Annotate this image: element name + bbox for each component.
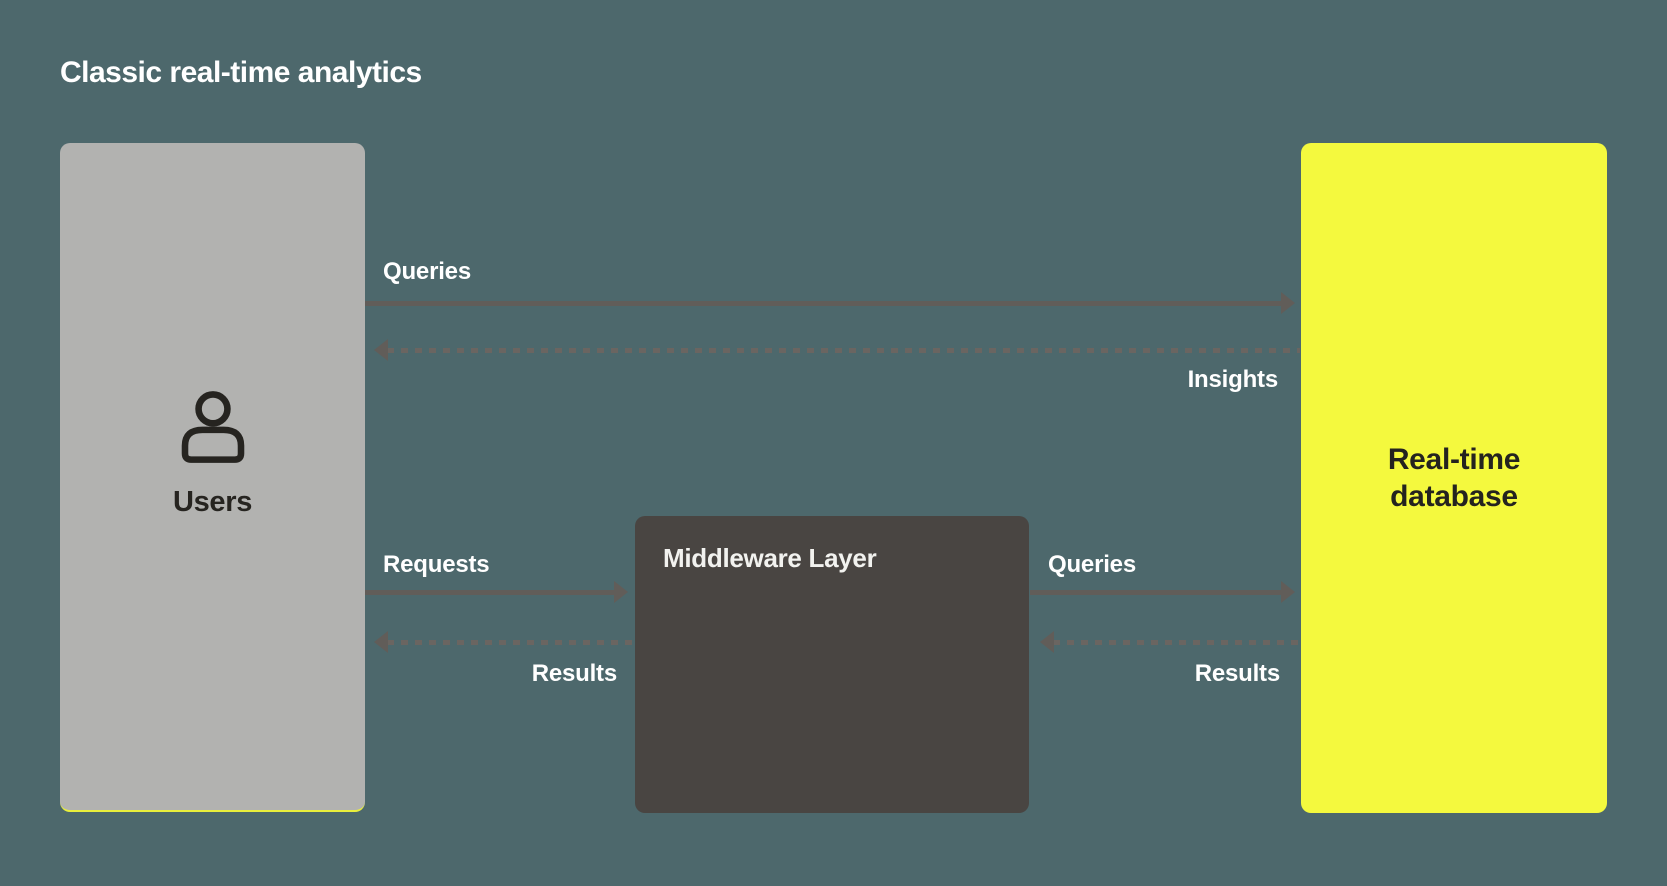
- arrow-shaft: [1030, 590, 1282, 595]
- diagram-title: Classic real-time analytics: [60, 56, 422, 89]
- edge-label-requests: Requests: [383, 551, 490, 578]
- arrow-database-to-users: [374, 339, 1300, 361]
- arrowhead-right-icon: [1281, 581, 1295, 603]
- middleware-node-label: Middleware Layer: [663, 543, 877, 573]
- arrow-shaft: [365, 590, 615, 595]
- users-node-label: Users: [172, 486, 253, 518]
- edge-label-queries-top: Queries: [383, 258, 471, 285]
- arrow-shaft: [1053, 640, 1301, 645]
- arrow-users-to-database: [365, 292, 1295, 314]
- arrow-shaft: [365, 301, 1282, 306]
- database-node-label: Real-time database: [1387, 442, 1521, 514]
- arrow-shaft: [387, 640, 635, 645]
- arrowhead-right-icon: [614, 581, 628, 603]
- arrow-middleware-to-database: [1030, 581, 1295, 603]
- arrow-database-to-middleware: [1040, 631, 1301, 653]
- edge-label-results-left: Results: [531, 660, 617, 687]
- users-node-content: Users: [60, 386, 365, 519]
- arrowhead-right-icon: [1281, 292, 1295, 314]
- node-database: Real-time database: [1301, 143, 1607, 813]
- node-users: Users: [60, 143, 365, 812]
- arrow-users-to-middleware: [365, 581, 628, 603]
- edge-label-results-right: Results: [1194, 660, 1280, 687]
- arrowhead-left-icon: [1040, 631, 1054, 653]
- node-middleware: Middleware Layer: [635, 516, 1029, 813]
- arrowhead-left-icon: [374, 339, 388, 361]
- edge-label-insights: Insights: [1187, 366, 1279, 393]
- arrow-shaft: [387, 348, 1300, 353]
- arrow-middleware-to-users: [374, 631, 635, 653]
- user-icon: [181, 391, 244, 463]
- arrowhead-left-icon: [374, 631, 388, 653]
- edge-label-queries-mid: Queries: [1048, 551, 1136, 578]
